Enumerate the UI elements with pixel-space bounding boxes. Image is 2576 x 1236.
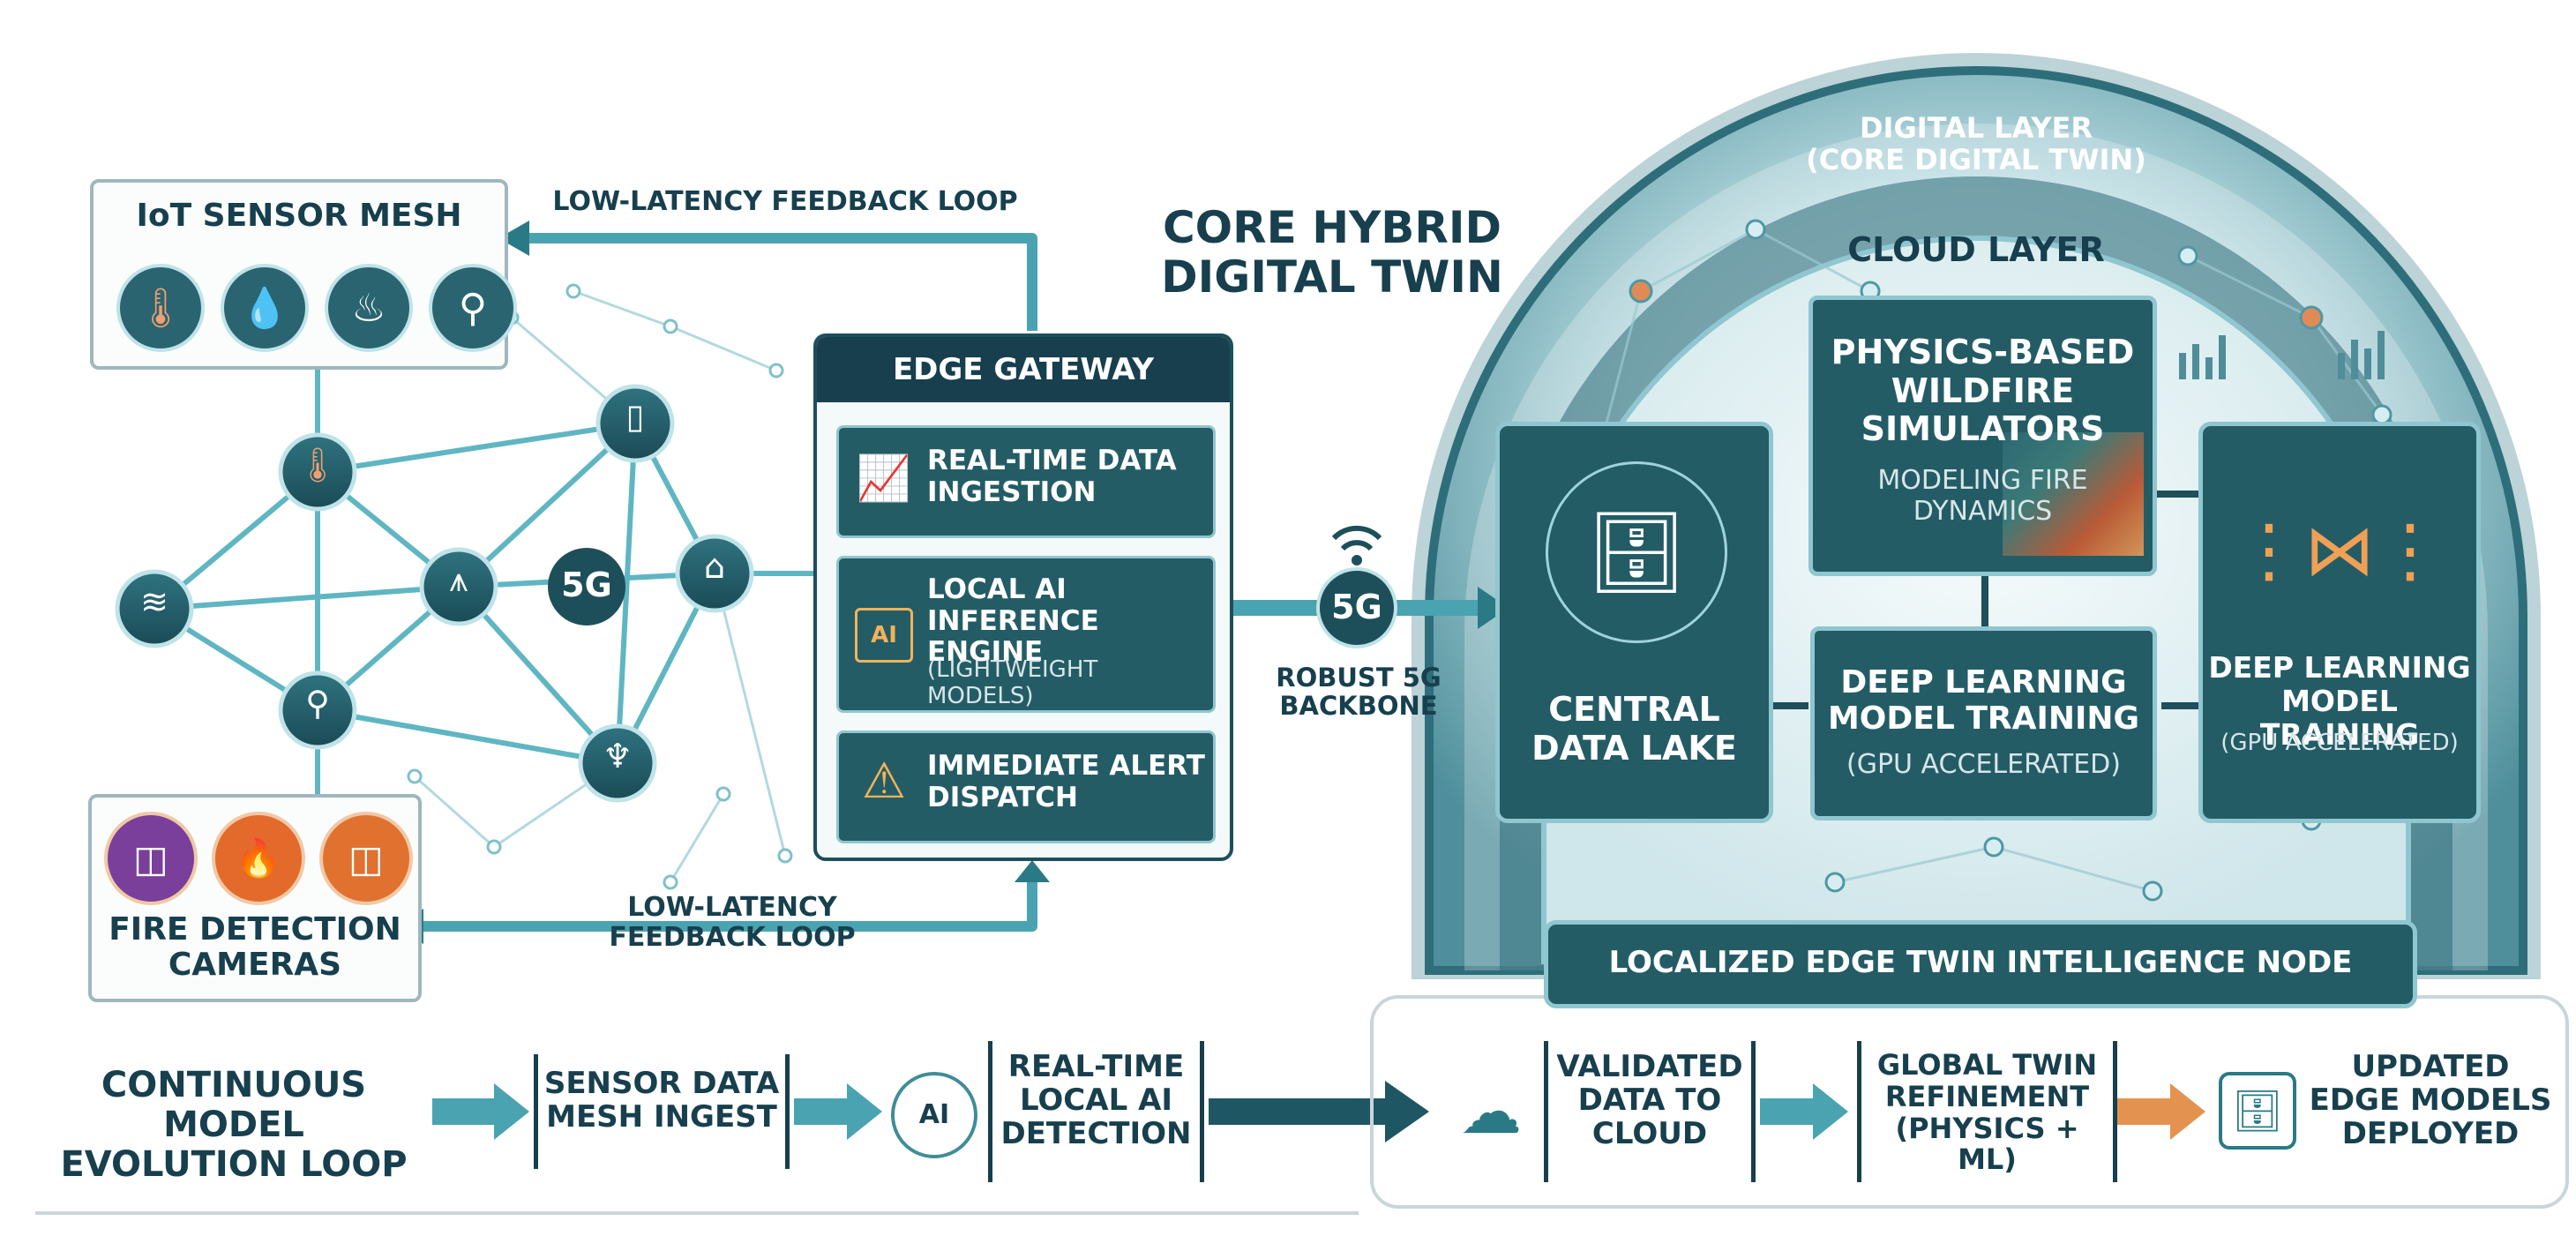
fire-sensor-icon: ♆ <box>602 737 633 775</box>
edge-item-ingestion: 📈 REAL-TIME DATA INGESTION <box>836 425 1216 538</box>
loop-step-deployed-label: UPDATED EDGE MODELS DEPLOYED <box>2309 1049 2552 1152</box>
brain-ai-icon: AI <box>891 1072 977 1158</box>
dl-training-center-box: DEEP LEARNING MODEL TRAINING (GPU ACCELE… <box>1810 626 2157 820</box>
edge-item-alert-label: IMMEDIATE ALERT DISPATCH <box>927 750 1205 813</box>
camera-icon: ◫ <box>319 812 413 905</box>
smoke-icon: ♨ <box>325 264 413 352</box>
dl-training-center-sub: (GPU ACCELERATED) <box>1846 749 2121 780</box>
central-data-lake-box: 🗄 CENTRAL DATA LAKE <box>1495 422 1773 823</box>
feedback-loop-top-label: LOW-LATENCY FEEDBACK LOOP <box>552 186 1018 217</box>
loop-title: CONTINUOUS MODEL EVOLUTION LOOP <box>60 1065 408 1185</box>
chart-up-icon: 📈 <box>856 453 912 504</box>
ai-chip-icon: AI <box>855 608 913 663</box>
neural-network-icon: ⋮⋈⋮ <box>2234 508 2445 591</box>
cloud-layer-label: CLOUD LAYER <box>1847 230 2105 269</box>
backbone-label: ROBUST 5G BACKBONE <box>1276 663 1442 722</box>
thermometer-icon: 🌡 <box>116 264 205 352</box>
thermometer-icon: 🌡 <box>296 446 340 484</box>
edge-twin-node-banner: LOCALIZED EDGE TWIN INTELLIGENCE NODE <box>1544 920 2417 1008</box>
iot-sensor-mesh-panel: IoT SENSOR MESH 🌡 💧 ♨ ⚲ <box>90 179 517 370</box>
database-icon: 🗄 <box>2219 1072 2296 1150</box>
dl-training-right-sub: (GPU ACCELERATED) <box>2220 730 2459 756</box>
physics-simulator-box: PHYSICS-BASED WILDFIRE SIMULATORS MODELI… <box>1808 296 2157 576</box>
loop-step-sensor-ingest-label: SENSOR DATA MESH INGEST <box>543 1066 780 1135</box>
backbone-5g-badge: 5G <box>1331 588 1382 626</box>
edge-twin-node-label: LOCALIZED EDGE TWIN INTELLIGENCE NODE <box>1608 945 2353 980</box>
cloud-sync-icon: ☁ <box>1460 1075 1522 1148</box>
digital-layer-label: DIGITAL LAYER (CORE DIGITAL TWIN) <box>1806 111 2146 176</box>
edge-item-inference-sub: (LIGHTWEIGHT MODELS) <box>927 656 1098 709</box>
feedback-arrows <box>423 233 1037 932</box>
loop-step-local-ai: REAL-TIME LOCAL AI DETECTION <box>988 1041 1204 1182</box>
loop-arrows <box>432 1081 2205 1142</box>
edge-item-inference: AI LOCAL AI INFERENCE ENGINE (LIGHTWEIGH… <box>836 556 1216 713</box>
wifi-icon: ≋ <box>140 582 168 621</box>
dl-training-right-box: ⋮⋈⋮ DEEP LEARNING MODEL TRAINING (GPU AC… <box>2198 422 2481 823</box>
warning-icon: ⚠ <box>861 753 907 810</box>
dl-training-center-title: DEEP LEARNING MODEL TRAINING <box>1827 664 2140 738</box>
camera-icon: ◫ <box>104 812 198 905</box>
mesh-nodes <box>115 384 754 803</box>
anemometer-icon: ⚲ <box>429 264 517 352</box>
flame-icon: 🔥 <box>212 812 305 905</box>
loop-step-refinement: GLOBAL TWIN REFINEMENT (PHYSICS + ML) <box>1857 1041 2117 1182</box>
physics-simulator-sub: MODELING FIRE DYNAMICS <box>1877 465 2088 527</box>
mesh-5g-label: 5G <box>561 566 612 604</box>
mesh-small-nodes <box>407 283 793 890</box>
database-network-icon: 🗄 <box>1546 461 1727 643</box>
edge-item-inference-label: LOCAL AI INFERENCE ENGINE <box>927 573 1099 669</box>
fire-heatmap-graphic <box>2003 432 2144 556</box>
water-drop-icon: 💧 <box>221 264 309 352</box>
central-data-lake-label: CENTRAL DATA LAKE <box>1531 690 1737 768</box>
loop-step-validated-label: VALIDATED DATA TO CLOUD <box>1556 1049 1743 1152</box>
fire-cameras-title: FIRE DETECTION CAMERAS <box>109 911 401 984</box>
loop-step-validated: VALIDATED DATA TO CLOUD <box>1544 1041 1756 1182</box>
fire-cameras-panel: ◫ 🔥 ◫ FIRE DETECTION CAMERAS <box>88 794 422 1002</box>
loop-step-refinement-label: GLOBAL TWIN REFINEMENT (PHYSICS + ML) <box>1876 1048 2098 1177</box>
phone-icon: ▯ <box>625 397 645 436</box>
dl-training-right-title: DEEP LEARNING MODEL TRAINING <box>2208 650 2471 752</box>
dome-nodes <box>1629 219 2393 902</box>
edge-item-alert: ⚠ IMMEDIATE ALERT DISPATCH <box>836 730 1216 843</box>
mesh-faint-links <box>414 289 787 883</box>
beacon-icon: ⌂ <box>703 547 726 586</box>
decor-bar-charts <box>2179 331 2385 379</box>
iot-sensor-mesh-title: IoT SENSOR MESH <box>136 198 462 234</box>
edge-gateway-title: EDGE GATEWAY <box>817 337 1230 402</box>
tower-icon: ⩚ <box>449 560 468 599</box>
edge-gateway-panel: EDGE GATEWAY 📈 REAL-TIME DATA INGESTION … <box>813 333 1233 861</box>
anemometer-icon: ⚲ <box>305 684 330 723</box>
loop-step-sensor-ingest: SENSOR DATA MESH INGEST <box>534 1054 790 1169</box>
edge-item-ingestion-label: REAL-TIME DATA INGESTION <box>927 445 1177 508</box>
physics-simulator-title: PHYSICS-BASED WILDFIRE SIMULATORS <box>1831 333 2135 449</box>
feedback-loop-bottom-label: LOW-LATENCY FEEDBACK LOOP <box>609 892 856 953</box>
core-twin-title: CORE HYBRID DIGITAL TWIN <box>1161 202 1503 303</box>
backbone-arrow <box>1231 525 1509 648</box>
loop-step-local-ai-label: REAL-TIME LOCAL AI DETECTION <box>1000 1049 1192 1152</box>
